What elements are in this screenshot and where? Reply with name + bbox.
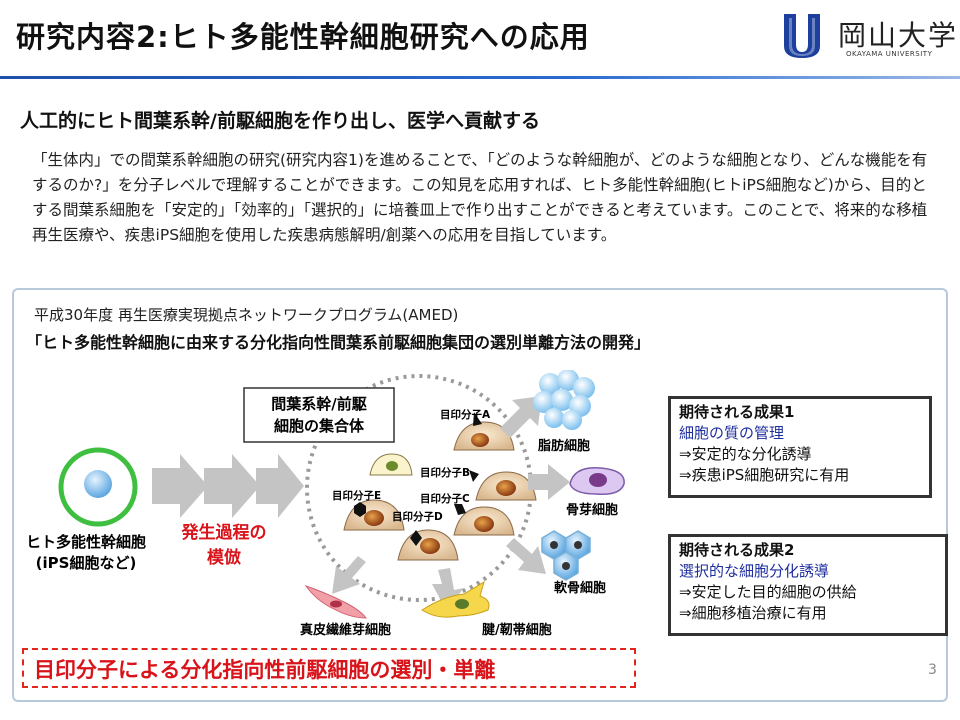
cluster-label: 間葉系幹/前駆	[271, 395, 366, 413]
result-highlight: 細胞の質の管理	[679, 424, 785, 442]
project-title: 「ヒト多能性幹細胞に由来する分化指向性間葉系前駆細胞集団の選別単離方法の開発」	[26, 333, 651, 352]
conclusion-banner	[22, 648, 636, 688]
fat-cell-icon	[533, 370, 595, 430]
result-highlight: 選択的な細胞分化誘導	[679, 562, 830, 580]
header-rule	[0, 76, 960, 79]
progenitor-cell-small	[369, 453, 413, 476]
expected-result-2: 期待される成果2 選択的な細胞分化誘導 ⇒安定した目的細胞の供給 ⇒細胞移植治療…	[668, 534, 948, 636]
expected-result-1: 期待される成果1 細胞の質の管理 ⇒安定的な分化誘導 ⇒疾患iPS細胞研究に有用	[668, 396, 932, 498]
dermal-fibroblast-icon	[304, 585, 368, 619]
progenitor-cell-c	[453, 504, 515, 536]
source-cell-label: ヒト多能性幹細胞	[26, 533, 146, 551]
university-logo-icon	[784, 14, 820, 58]
marker-a-label: 目印分子A	[440, 408, 491, 421]
project-panel	[12, 288, 948, 702]
result-heading: 期待される成果2	[679, 541, 795, 559]
page-number: 3	[928, 662, 937, 678]
marker-d-label: 目印分子D	[392, 510, 443, 523]
dermal-fibroblast-label: 真皮繊維芽細胞	[300, 622, 391, 638]
result-line: ⇒疾患iPS細胞研究に有用	[679, 466, 850, 484]
differentiation-arrows	[332, 396, 570, 610]
process-sublabel: 模倣	[207, 547, 241, 568]
source-cell-sublabel: (iPS細胞など)	[36, 554, 137, 572]
process-arrows	[152, 454, 304, 518]
ips-cell-icon	[58, 447, 138, 527]
section-subtitle: 人工的にヒト間葉系幹/前駆細胞を作り出し、医学へ貢献する	[20, 110, 540, 132]
result-line: ⇒安定的な分化誘導	[679, 445, 812, 463]
differentiation-diagram: ヒト多能性幹細胞 (iPS細胞など) 発生過程の 模倣 間葉系幹/前駆 細胞の集…	[26, 370, 625, 638]
cluster-label-box	[243, 387, 395, 443]
logo-text: 岡山大学	[838, 19, 959, 52]
progenitor-cell-d	[397, 529, 459, 561]
process-label: 発生過程の	[181, 522, 267, 543]
marker-e-label: 目印分子E	[332, 489, 381, 502]
page-title: 研究内容2:ヒト多能性幹細胞研究への応用	[16, 20, 590, 54]
cartilage-cell-icon	[541, 530, 591, 581]
bone-cell-icon	[569, 467, 625, 496]
cartilage-cell-label: 軟骨細胞	[554, 580, 606, 596]
program-name: 平成30年度 再生医療実現拠点ネットワークプログラム(AMED)	[34, 306, 459, 324]
marker-c-label: 目印分子C	[420, 492, 470, 505]
bone-cell-label: 骨芽細胞	[566, 502, 618, 518]
result-heading: 期待される成果1	[679, 403, 795, 421]
progenitor-cell-b	[469, 470, 537, 501]
conclusion-text: 目印分子による分化指向性前駆細胞の選別・単離	[34, 658, 496, 682]
progenitor-cell-e	[343, 499, 405, 531]
description-paragraph: 「生体内」での間葉系幹細胞の研究(研究内容1)を進めることで、「どのような幹細胞…	[32, 151, 928, 244]
cluster-sublabel: 細胞の集合体	[274, 417, 365, 435]
result-line: ⇒細胞移植治療に有用	[679, 604, 827, 622]
logo-subtext: OKAYAMA UNIVERSITY	[846, 50, 933, 58]
progenitor-cell-a	[453, 412, 515, 451]
tendon-cell-icon	[421, 580, 490, 618]
marker-b-label: 目印分子B	[420, 466, 470, 479]
tendon-cell-label: 腱/靭帯細胞	[482, 622, 552, 638]
result-line: ⇒安定した目的細胞の供給	[679, 583, 857, 601]
fat-cell-label: 脂肪細胞	[537, 438, 590, 454]
